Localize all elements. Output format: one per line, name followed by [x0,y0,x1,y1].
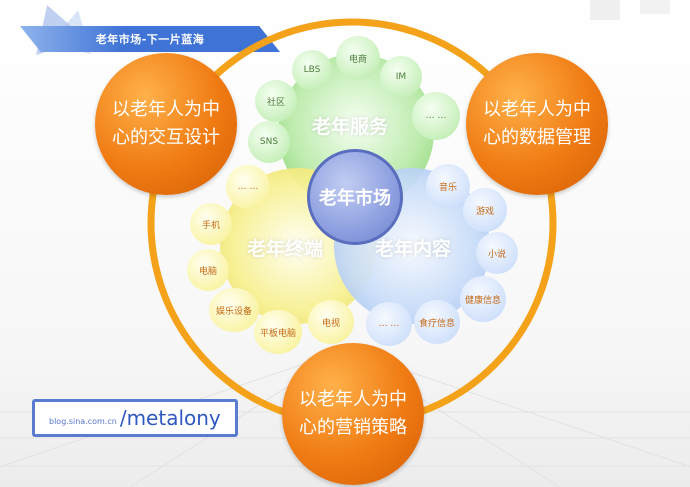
terminal-item-entertainment: 娱乐设备 [209,288,259,332]
center-node: 老年市场 [307,149,403,245]
watermark-name: /metalony [119,406,221,430]
content-item-diet: 食疗信息 [414,300,460,344]
service-label: 老年服务 [312,116,389,138]
service-item-more: … … [412,92,460,140]
terminal-item-tv: 电视 [308,300,354,344]
terminal-item-phone: 手机 [190,203,232,245]
service-item-community: 社区 [255,80,297,122]
strategy-interaction-line1: 以老年人为中 [112,99,220,120]
center-label: 老年市场 [319,188,391,209]
terminal-item-more: … … [226,165,270,209]
content-item-music: 音乐 [426,164,470,208]
content-item-novels: 小说 [476,232,518,274]
service-item-ecommerce: 电商 [336,36,380,80]
terminal-item-computer: 电脑 [187,249,229,291]
service-item-im: IM [380,56,422,98]
watermark-prefix: blog.sina.com.cn [49,416,117,426]
content-label: 老年内容 [375,238,452,260]
strategy-interaction: 以老年人为中心的交互设计 [95,53,237,195]
strategy-marketing: 以老年人为中心的营销策略 [282,343,424,485]
terminal-item-tablet: 平板电脑 [254,310,302,354]
strategy-data-line1: 以老年人为中 [483,99,591,120]
strategy-marketing-line1: 以老年人为中 [299,389,407,410]
strategy-marketing-line2: 心的营销策略 [299,417,407,438]
strategy-data-line2: 心的数据管理 [483,127,591,148]
service-item-lbs: LBS [292,50,332,90]
strategy-interaction-line2: 心的交互设计 [112,127,220,148]
content-item-more: … … [366,302,412,346]
content-item-games: 游戏 [463,188,507,232]
terminal-label: 老年终端 [247,238,324,260]
watermark-logo: blog.sina.com.cn /metalony [32,399,238,437]
strategy-data: 以老年人为中心的数据管理 [466,53,608,195]
banner-title: 老年市场-下一片蓝海 [20,26,280,52]
service-item-sns: SNS [248,121,290,163]
content-item-health: 健康信息 [460,276,506,322]
